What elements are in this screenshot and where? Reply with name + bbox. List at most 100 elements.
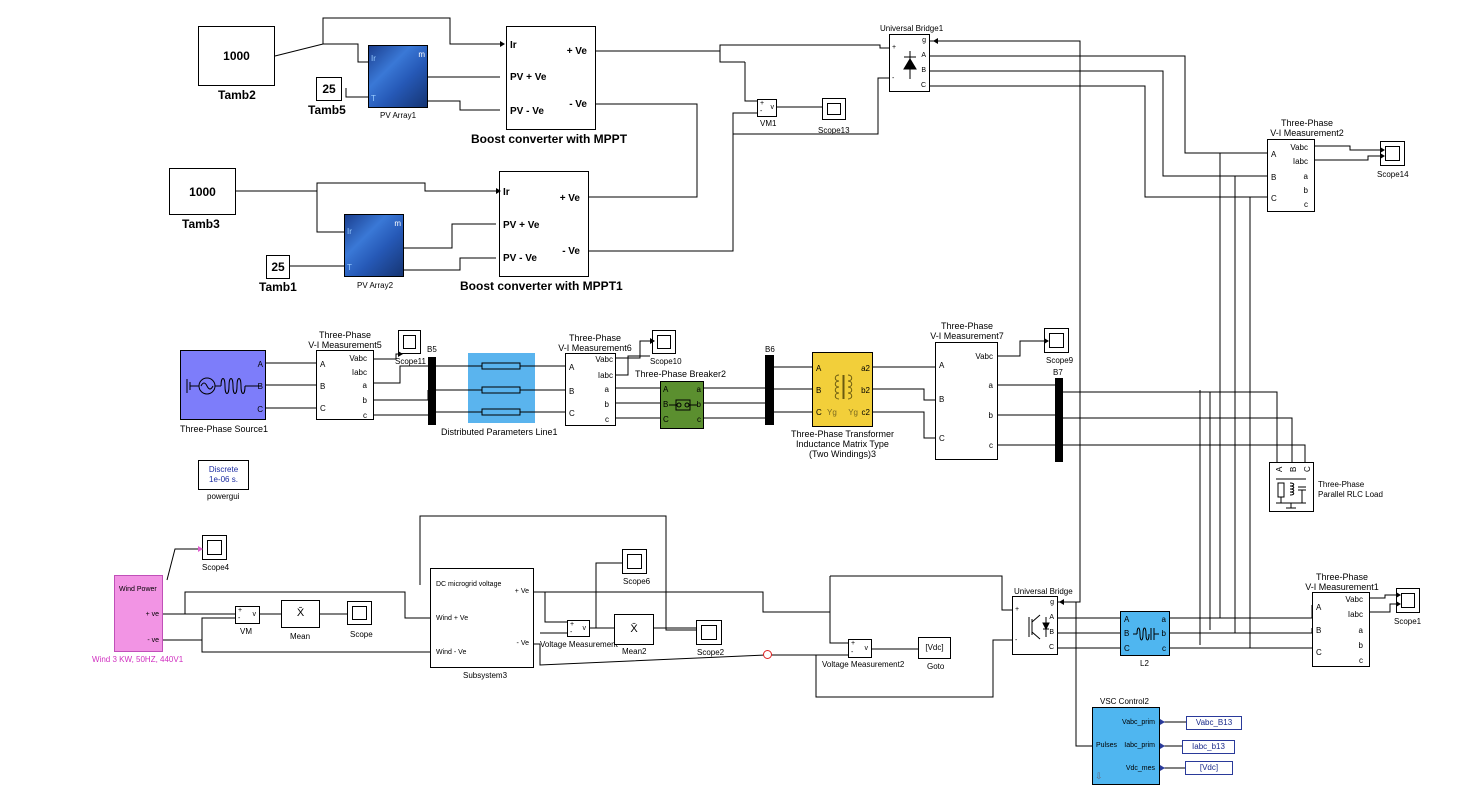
constant-tamb1[interactable]: 25 (266, 255, 290, 279)
scope-label: Scope13 (818, 126, 850, 135)
scope-9[interactable] (1044, 328, 1069, 353)
from-tag-vabc[interactable]: Vabc_B13 (1186, 716, 1242, 730)
port-label: A (1271, 150, 1277, 159)
three-phase-breaker[interactable]: A B C a b c (660, 381, 704, 429)
vm-minus: - (570, 629, 573, 636)
breaker-label: Three-Phase Breaker2 (635, 369, 727, 379)
vsc-title: VSC Control2 (1100, 697, 1149, 706)
scope-1[interactable] (1396, 588, 1420, 613)
vm-v: v (252, 611, 257, 618)
scope-4[interactable] (202, 535, 227, 560)
scope-screen (627, 554, 642, 569)
boost-converter-2[interactable]: Ir PV + Ve PV - Ve + Ve - Ve (499, 171, 589, 277)
port-label: Iabc (597, 371, 613, 380)
subsystem-3[interactable]: DC microgrid voltage Wind + Ve Wind - Ve… (430, 568, 534, 668)
boost-converter-1[interactable]: Ir PV + Ve PV - Ve + Ve - Ve (506, 26, 596, 130)
winding-label: Yg (827, 408, 837, 417)
port-label: A (816, 364, 822, 373)
goto-block[interactable]: [Vdc] (918, 637, 951, 659)
vm-plus: + (238, 607, 243, 614)
constant-tamb5[interactable]: 25 (316, 77, 342, 101)
port-label: c (989, 441, 993, 450)
vm-plus: + (760, 100, 765, 107)
universal-bridge[interactable]: + - g A B C (1012, 596, 1058, 655)
powergui-line: 1e-06 s. (209, 475, 238, 484)
vm-minus: - (238, 615, 241, 622)
scope-14[interactable] (1380, 141, 1405, 166)
universal-bridge-1[interactable]: + - g A B C (889, 34, 930, 92)
port-label: DC microgrid voltage (436, 581, 502, 588)
port-label: + Ve (559, 193, 580, 204)
powergui-block[interactable]: Discrete 1e-06 s. (198, 460, 249, 490)
port-label: B (1124, 629, 1130, 638)
bus-b6[interactable] (765, 355, 774, 425)
port-label: c (363, 411, 367, 420)
port-label: B (939, 395, 945, 404)
scope-label: Scope10 (650, 357, 682, 366)
vi-measurement-1[interactable]: A B C Vabc Iabc a b c (1312, 592, 1370, 667)
scope-block[interactable] (347, 601, 372, 625)
port-label: C (1124, 644, 1130, 653)
three-phase-transformer[interactable]: A B C a2 b2 c2 Yg Yg (812, 352, 873, 427)
from-tag-iabc[interactable]: Iabc_b13 (1182, 740, 1235, 754)
port-label: - (1015, 637, 1018, 644)
mean-block[interactable]: X̄ (281, 600, 320, 628)
three-phase-source[interactable]: A B C (180, 350, 266, 420)
from-tag-vdc[interactable]: [Vdc] (1185, 761, 1233, 775)
port-label: Vabc (975, 352, 993, 361)
pv-array-label: PV Array2 (357, 281, 394, 290)
vi-measurement-7[interactable]: A B C Vabc a b c (935, 342, 998, 460)
port-label: A (939, 361, 945, 370)
constant-value: 25 (322, 82, 336, 96)
port-label: A (1316, 603, 1322, 612)
constant-tamb2[interactable]: 1000 (198, 26, 275, 86)
l2-filter[interactable]: A B C a b c (1120, 611, 1170, 656)
scope-2[interactable] (696, 620, 722, 645)
vi-measurement-6[interactable]: A B C Vabc Iabc a b c (565, 353, 616, 426)
constant-label: Tamb2 (218, 88, 256, 102)
port-label: - Ve (569, 99, 587, 110)
rlc-load[interactable]: A B C (1269, 462, 1314, 512)
constant-tamb3[interactable]: 1000 (169, 168, 236, 215)
port-label: b (604, 400, 609, 409)
voltage-measurement-block[interactable]: + v - (567, 620, 590, 637)
port-label: PV - Ve (503, 253, 537, 264)
port-label: - Ve (516, 640, 529, 647)
rlc-load-label: Three-Phase Parallel RLC Load (1318, 480, 1383, 500)
port-label: + Ve (514, 588, 529, 595)
bus-label: B6 (765, 345, 775, 354)
vi-measurement-5[interactable]: A B C Vabc Iabc a b c (316, 350, 374, 420)
scope-screen (1049, 333, 1064, 348)
pv-array-1[interactable]: m Ir T (368, 45, 428, 108)
port-label: C (816, 408, 822, 417)
port-label: + Ve (566, 46, 587, 57)
voltage-measurement-label: Voltage Measurement (540, 640, 618, 649)
voltage-measurement2-block[interactable]: + v - (848, 639, 872, 658)
scope-screen (701, 625, 717, 640)
scope-screen (403, 335, 416, 349)
vm-block[interactable]: + v - (235, 606, 260, 624)
wind-turbine-block[interactable]: Wind Power + ve - ve (114, 575, 163, 652)
port-label: a (1358, 626, 1363, 635)
port-label: - (892, 75, 895, 82)
port-label: PV - Ve (510, 106, 544, 117)
pv-array-2[interactable]: m Ir T (344, 214, 404, 277)
scope-screen (352, 606, 367, 620)
vm1-block[interactable]: + v - (757, 99, 777, 117)
scope-11[interactable] (398, 330, 421, 354)
bus-b7[interactable] (1055, 378, 1063, 462)
vsc-control-block[interactable]: Pulses Vabc_prim Iabc_prim Vdc_mes ⇩ (1092, 707, 1160, 785)
mean-symbol: X̄ (296, 607, 305, 619)
source-label: Three-Phase Source1 (180, 424, 269, 434)
scope-label: Scope14 (1377, 170, 1409, 179)
vi-measurement-2[interactable]: A B C Vabc Iabc a b c (1267, 139, 1315, 212)
scope-13[interactable] (822, 98, 846, 120)
distributed-line[interactable] (468, 353, 535, 423)
scope-6[interactable] (622, 549, 647, 574)
bus-b5[interactable] (428, 357, 436, 425)
mean2-block[interactable]: X̄ (614, 614, 654, 645)
vi-meas2-title: Three-Phase V-I Measurement2 (1247, 118, 1367, 138)
port-label: + ve (145, 611, 159, 618)
port-label: a (604, 385, 609, 394)
scope-10[interactable] (652, 330, 676, 354)
